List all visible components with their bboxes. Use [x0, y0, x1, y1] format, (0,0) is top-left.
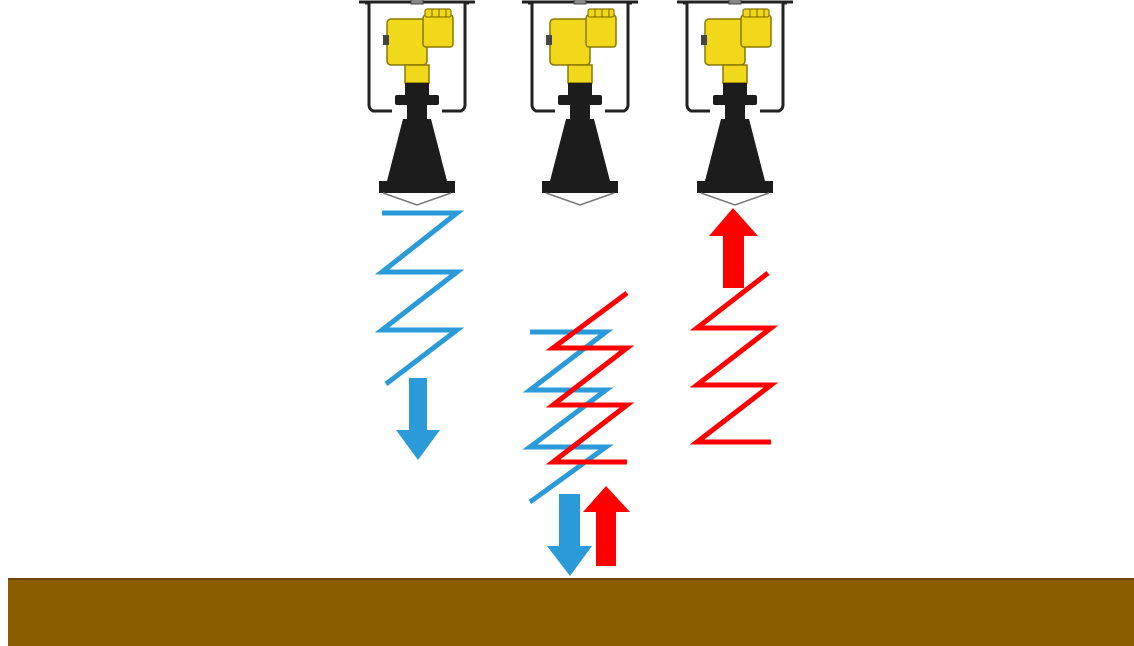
radar-level-sensor-transmit-and-reflect	[520, 0, 640, 207]
material-surface	[8, 578, 1134, 646]
receive-wave-right	[689, 271, 779, 445]
receive-arrow-middle	[583, 486, 630, 566]
transmit-arrow-middle	[547, 494, 592, 576]
receive-wave-middle	[545, 290, 635, 465]
radar-level-sensor-receiving	[675, 0, 795, 207]
radar-level-sensor-transmitting	[357, 0, 477, 207]
transmit-wave-middle	[522, 329, 614, 505]
receive-arrow-right	[709, 208, 758, 288]
transmit-wave-left	[374, 210, 465, 386]
transmit-arrow-left	[396, 378, 440, 460]
